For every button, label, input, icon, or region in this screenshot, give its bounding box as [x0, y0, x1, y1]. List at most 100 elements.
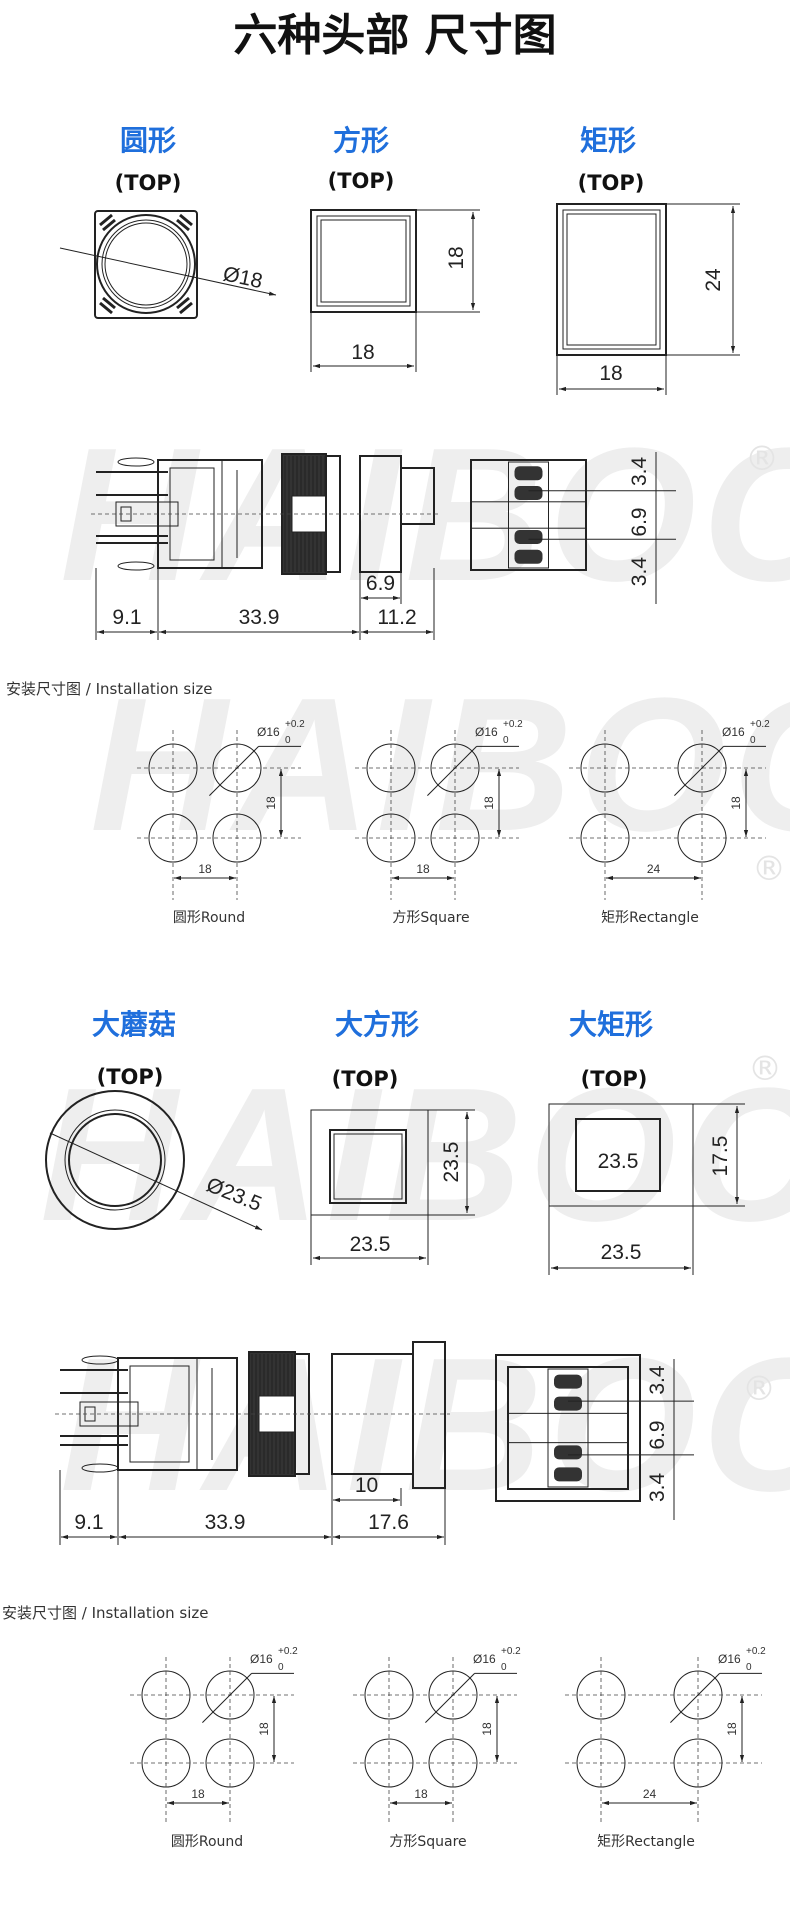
head-label-big-square: 大方形: [335, 1008, 419, 1041]
dim-body-length: 33.9: [205, 1511, 246, 1534]
registered-mark: ®: [742, 1369, 776, 1409]
contact: [554, 1445, 582, 1460]
dim-cap-length: 6.9: [366, 572, 395, 595]
body-part: [508, 461, 549, 569]
hole-diameter-label: Ø16: [722, 725, 745, 739]
dim-front-top: 3.4: [628, 456, 651, 486]
dim-round-diameter: Ø18: [221, 262, 265, 293]
dim-vertical-pitch: 18: [729, 796, 743, 810]
tolerance-lower: 0: [746, 1662, 752, 1673]
front-view-standard: 3.4 6.9 3.4: [470, 452, 676, 604]
tolerance-lower: 0: [750, 735, 756, 746]
registered-mark: ®: [748, 1049, 782, 1089]
dim-square-width: 18: [351, 341, 374, 364]
tolerance-upper: +0.2: [278, 1646, 298, 1657]
dim-vertical-pitch: 18: [482, 796, 496, 810]
registered-mark: ®: [745, 439, 779, 479]
dim-horizontal-pitch: 18: [191, 1787, 205, 1801]
head-label-rectangle: 矩形: [580, 124, 636, 157]
dim-pin-length: 9.1: [112, 606, 141, 629]
dim-front-bottom: 3.4: [628, 557, 651, 587]
head-label-big-mushroom: 大蘑菇: [92, 1008, 176, 1041]
hole-diameter-label: Ø16: [718, 1652, 741, 1666]
tolerance-lower: 0: [285, 735, 291, 746]
install-label-rectangle: 矩形Rectangle: [597, 1834, 695, 1850]
top-label: (TOP): [581, 1067, 648, 1091]
front-view-large: 3.46.93.4: [495, 1354, 694, 1520]
contact: [514, 530, 543, 544]
dim-horizontal-pitch: 18: [416, 862, 430, 876]
tolerance-upper: +0.2: [501, 1646, 521, 1657]
head-label-round: 圆形: [120, 124, 176, 157]
tolerance-upper: +0.2: [750, 719, 770, 730]
hole-diameter-label: Ø16: [257, 725, 280, 739]
dim-big-square-width: 23.5: [350, 1233, 391, 1256]
head-label-big-rectangle: 大矩形: [569, 1008, 653, 1041]
dim-horizontal-pitch: 18: [198, 862, 212, 876]
hole-diameter-label: Ø16: [250, 1652, 273, 1666]
watermark-text: HAIBOO: [60, 409, 790, 621]
dim-big-rectangle-inner: 23.5: [598, 1150, 639, 1173]
installation-size-large: 1818Ø16+0.201818Ø16+0.201824Ø16+0.20圆形Ro…: [130, 1646, 766, 1850]
install-label-square: 方形Square: [389, 1834, 466, 1850]
dim-square-height: 18: [445, 246, 468, 269]
terminal: [117, 457, 155, 467]
watermark-text: HAIBOO: [60, 1319, 790, 1531]
dim-front-bottom: 3.4: [646, 1473, 669, 1503]
tolerance-lower: 0: [503, 735, 509, 746]
extension-line: [674, 746, 724, 796]
top-label: (TOP): [332, 1067, 399, 1091]
head-label-square: 方形: [333, 124, 389, 157]
hole-diameter-label: Ø16: [473, 1652, 496, 1666]
installation-size-standard: 1818Ø16+0.201818Ø16+0.201824Ø16+0.20圆形Ro…: [137, 719, 770, 926]
contact: [554, 1396, 582, 1411]
round-top-view: Ø18: [59, 210, 277, 319]
body-part: [400, 467, 435, 525]
hole-diameter-label: Ø16: [475, 725, 498, 739]
extension-line: [670, 1673, 720, 1723]
body-part: [547, 1368, 589, 1488]
body-part: [470, 501, 587, 529]
dim-horizontal-pitch: 24: [643, 1787, 657, 1801]
dim-front-middle: 6.9: [628, 507, 651, 536]
square-top-view: 18 18: [310, 209, 480, 372]
contact: [514, 466, 543, 481]
dim-pin-length: 9.1: [74, 1511, 103, 1534]
watermark-text: HAIBOO: [90, 659, 790, 871]
extension-line: [427, 746, 477, 796]
tolerance-lower: 0: [501, 1662, 507, 1673]
top-label: (TOP): [115, 171, 182, 195]
dim-front-middle: 6.9: [646, 1420, 669, 1449]
top-label: (TOP): [578, 171, 645, 195]
contact: [554, 1374, 582, 1389]
contact: [514, 549, 543, 564]
extension-line: [202, 1673, 252, 1723]
contact: [514, 486, 543, 500]
extension-line: [209, 746, 259, 796]
dim-big-rectangle-height: 17.5: [709, 1136, 732, 1177]
dim-rectangle-width: 18: [599, 362, 622, 385]
contact: [554, 1467, 582, 1482]
dim-vertical-pitch: 18: [725, 1722, 739, 1736]
top-label: (TOP): [97, 1065, 164, 1089]
dim-vertical-pitch: 18: [257, 1722, 271, 1736]
registered-mark: ®: [752, 849, 786, 889]
big-square-top-view: 23.5 23.5: [310, 1109, 475, 1265]
rectangle-top-view: 24 18: [556, 203, 740, 395]
dim-vertical-pitch: 18: [264, 796, 278, 810]
dim-big-rectangle-width: 23.5: [601, 1241, 642, 1264]
dim-big-square-height: 23.5: [440, 1142, 463, 1183]
dim-rectangle-height: 24: [702, 268, 725, 292]
install-label-round: 圆形Round: [173, 910, 245, 926]
watermark: HAIBOO HAIBOO HAIBOO HAIBOO ® ® ® ®: [40, 409, 790, 1531]
dim-body-length: 33.9: [239, 606, 280, 629]
dim-front-length: 17.6: [368, 1511, 409, 1534]
